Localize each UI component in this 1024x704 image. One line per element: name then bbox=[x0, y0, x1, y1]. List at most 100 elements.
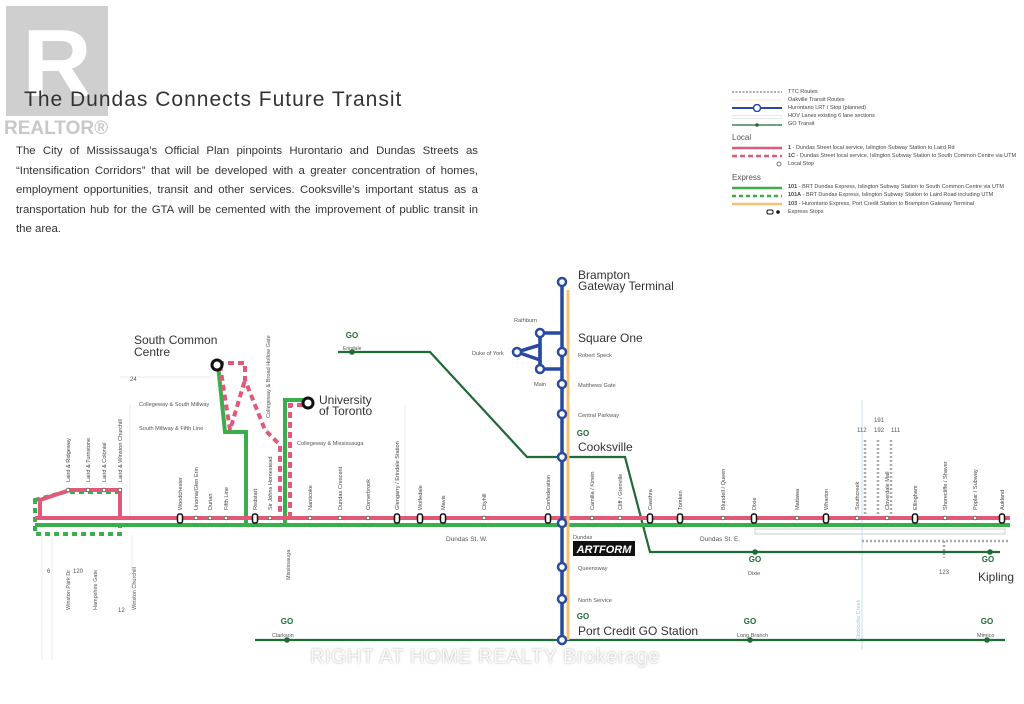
stop-label: Dundas Crescent bbox=[338, 466, 344, 510]
lrt-stop bbox=[556, 276, 568, 288]
lrt-stop bbox=[556, 634, 568, 646]
local-stop bbox=[307, 515, 313, 521]
stop-label: Laird & Colonial bbox=[102, 443, 108, 483]
express-stop bbox=[998, 513, 1006, 524]
svg-text:Collegeway & Mississauga: Collegeway & Mississauga bbox=[297, 441, 364, 447]
lrt-stop bbox=[556, 346, 568, 358]
lrt-stop bbox=[556, 451, 568, 463]
stop-label: Dixie bbox=[752, 498, 758, 510]
label-dundas-w: Dundas St. W. bbox=[446, 536, 488, 543]
go-logo-icon: GO bbox=[577, 612, 589, 621]
svg-text:Central Parkway: Central Parkway bbox=[578, 413, 619, 419]
hov-lanes bbox=[754, 528, 1006, 535]
stop-label: Camilla / Kirwin bbox=[590, 471, 596, 510]
svg-text:111: 111 bbox=[891, 428, 901, 434]
local-stop bbox=[589, 515, 595, 521]
express-stop bbox=[911, 513, 919, 524]
go-logo-icon: GO bbox=[981, 617, 993, 626]
svg-text:Matthews Gate: Matthews Gate bbox=[578, 383, 616, 389]
description: The City of Mississauga’s Official Plan … bbox=[16, 145, 478, 235]
lrt-stop bbox=[556, 408, 568, 420]
local-stop bbox=[884, 515, 890, 521]
legend-route-1c: 1C - Dundas Street local service, Isling… bbox=[732, 152, 1017, 159]
stop-label: Cloverdale Mall bbox=[885, 471, 891, 510]
go-logo-icon: GO bbox=[749, 555, 761, 564]
legend-route-1: 1 - Dundas Street local service, Islingt… bbox=[732, 144, 955, 151]
svg-text:Winston Churchill: Winston Churchill bbox=[132, 567, 138, 610]
local-stop bbox=[337, 515, 343, 521]
legend: TTC Routes Oakville Transit Routes Huron… bbox=[732, 88, 1022, 216]
svg-text:120: 120 bbox=[73, 569, 84, 575]
lrt-stop bbox=[556, 517, 568, 529]
stop-label: Confederation bbox=[546, 475, 552, 510]
svg-text:Etobicoke Creek: Etobicoke Creek bbox=[856, 599, 862, 640]
lrt-stop bbox=[534, 327, 546, 339]
route-101 bbox=[216, 364, 307, 527]
svg-text:Clarkson: Clarkson bbox=[272, 633, 294, 639]
stop-label: Sir Johns Homestead bbox=[268, 457, 274, 510]
label-kipling: Kipling bbox=[978, 570, 1014, 584]
local-stop bbox=[223, 515, 229, 521]
label-port-credit: Port Credit GO Station bbox=[578, 624, 698, 638]
svg-text:191: 191 bbox=[874, 418, 885, 424]
express-stop bbox=[393, 513, 401, 524]
svg-text:Mississauga: Mississauga bbox=[286, 549, 292, 580]
local-stop bbox=[617, 515, 623, 521]
stop-label: Mavis bbox=[441, 495, 447, 510]
local-stop bbox=[720, 515, 726, 521]
stop-label: Cawthra bbox=[648, 488, 654, 510]
legend-route-101: 101 - BRT Dundas Express, Islington Subw… bbox=[732, 184, 1004, 191]
express-stop bbox=[416, 513, 424, 524]
ttc-routes bbox=[862, 440, 1008, 558]
svg-text:North Service: North Service bbox=[578, 598, 612, 604]
svg-text:Duke of York: Duke of York bbox=[472, 351, 504, 357]
stop-label: Tomken bbox=[678, 490, 684, 510]
realtor-logo: R REALTOR® bbox=[0, 6, 110, 139]
route-101a bbox=[33, 490, 122, 536]
svg-text:Collegeway & South Millway: Collegeway & South Millway bbox=[139, 402, 209, 408]
stop-label: Wolfedale bbox=[418, 485, 424, 510]
local-stop bbox=[854, 515, 860, 521]
legend-local-stop: Local Stop bbox=[732, 160, 1022, 168]
stop-label: Unoma/Glen Erin bbox=[194, 467, 200, 510]
svg-text:Hampshire Gate: Hampshire Gate bbox=[93, 570, 99, 610]
lrt-stop bbox=[511, 346, 523, 358]
svg-text:Robert Speck: Robert Speck bbox=[578, 353, 612, 359]
express-stop bbox=[251, 513, 259, 524]
local-stop bbox=[365, 515, 371, 521]
svg-text:6: 6 bbox=[47, 569, 51, 575]
svg-text:Collegeway & Broad Hollow Gate: Collegeway & Broad Hollow Gate bbox=[266, 335, 272, 418]
stop-label: Nanticoke bbox=[308, 485, 314, 510]
legend-lrt: Hurontario LRT / Stop (planned) bbox=[732, 104, 1022, 113]
go-station bbox=[987, 549, 993, 555]
svg-text:Dixie: Dixie bbox=[748, 571, 760, 577]
local-stop bbox=[267, 515, 273, 521]
express-stop bbox=[750, 513, 758, 524]
local-stop bbox=[85, 487, 91, 493]
lrt-stop bbox=[556, 593, 568, 605]
svg-text:Erindale: Erindale bbox=[343, 346, 362, 352]
svg-text:Rathburn: Rathburn bbox=[514, 318, 537, 324]
go-logo-icon: GO bbox=[982, 555, 994, 564]
legend-hov: HOV Lanes existing 6 lane sections bbox=[732, 113, 1022, 121]
watermark: RIGHT AT HOME REALTY Brokerage bbox=[310, 646, 660, 668]
svg-text:123: 123 bbox=[939, 570, 950, 576]
express-stop bbox=[439, 513, 447, 524]
express-stop bbox=[822, 513, 830, 524]
stop-label: Ellingham bbox=[913, 485, 919, 510]
go-station bbox=[349, 349, 355, 355]
local-stop bbox=[65, 487, 71, 493]
express-stop bbox=[176, 513, 184, 524]
go-logo-icon: GO bbox=[577, 429, 589, 438]
svg-text:112: 112 bbox=[857, 428, 867, 434]
legend-go: GO Transit bbox=[732, 121, 1022, 129]
legend-oakville: Oakville Transit Routes bbox=[732, 96, 845, 103]
south-common-terminal bbox=[210, 358, 224, 372]
express-stop bbox=[646, 513, 654, 524]
local-stop bbox=[101, 487, 107, 493]
stop-label: Woodchester bbox=[178, 477, 184, 510]
lrt-stop bbox=[556, 561, 568, 573]
